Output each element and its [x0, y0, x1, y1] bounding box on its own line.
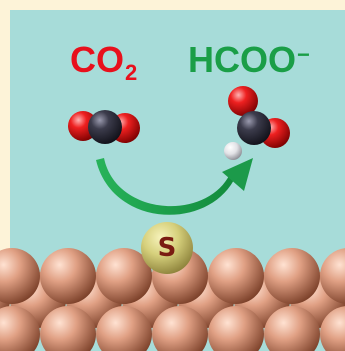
reaction-arrow-head [222, 158, 253, 191]
copper-atom [320, 306, 345, 351]
formate-label-superscript: − [297, 42, 310, 67]
copper-atom [208, 306, 264, 351]
formate-hydrogen-atom [224, 142, 242, 160]
sulfur-adatom [141, 222, 193, 274]
copper-atom [320, 248, 345, 304]
co2-carbon-atom [88, 110, 122, 144]
formate-oxygen-atom-top [228, 86, 258, 116]
copper-atom [0, 306, 40, 351]
copper-atom [208, 248, 264, 304]
co2-label-main: CO [70, 39, 124, 80]
co2-label: CO2 [70, 39, 137, 84]
copper-atom [96, 248, 152, 304]
reaction-arrow-body [96, 158, 236, 215]
co2-molecule [68, 110, 140, 144]
formate-carbon-atom [237, 111, 271, 145]
formate-label: HCOO− [188, 42, 310, 78]
formate-label-main: HCOO [188, 39, 296, 80]
formate-molecule [224, 86, 290, 160]
copper-atom [264, 248, 320, 304]
copper-atom [96, 306, 152, 351]
sulfur-atom-label: S [157, 233, 177, 263]
copper-surface [0, 248, 345, 351]
copper-atom [0, 248, 40, 304]
copper-atom [40, 306, 96, 351]
copper-atom [40, 248, 96, 304]
co2-label-subscript: 2 [125, 60, 138, 85]
copper-atom [264, 306, 320, 351]
copper-atom [152, 306, 208, 351]
